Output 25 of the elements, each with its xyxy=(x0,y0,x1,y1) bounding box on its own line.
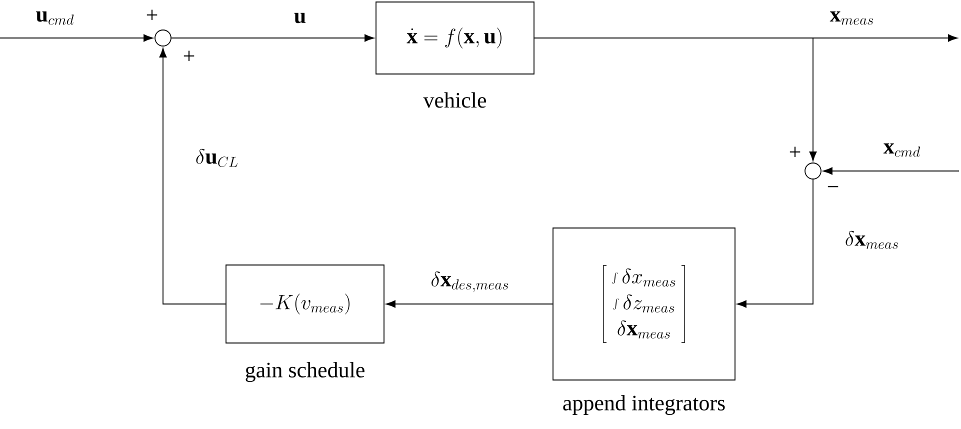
block-box: $\left[\begin{array}{c}\int\delta x_{meas}\\ \int\delta z_{meas}\\ \delta\mathbf{x}_{meas}\end{array}\right]$ xyxy=(552,228,736,380)
edge-label: $\delta\mathbf{u}_{CL}$ xyxy=(194,148,240,168)
arrow xyxy=(159,48,226,304)
arrow xyxy=(386,300,553,308)
block-caption: append integrators xyxy=(563,395,725,416)
block-box: $-K(v_{meas})$ xyxy=(226,264,384,344)
edge-label: $\mathbf{x}_{meas}$ xyxy=(828,10,876,26)
block-box: $\dot{\mathbf{x}} = f(\mathbf{x},\mathbf{u})$ xyxy=(376,2,534,74)
sign-label: + xyxy=(184,50,194,62)
sign-label: + xyxy=(146,10,158,20)
edge-label: $\mathbf{x}_{cmd}$ xyxy=(882,142,922,158)
sign-label: − xyxy=(828,186,838,188)
block-caption: gain schedule xyxy=(246,362,364,382)
arrow xyxy=(736,179,814,308)
edge-label: $\mathbf{u}$ xyxy=(292,12,308,24)
edge-label: $\delta\mathbf{x}_{meas}$ xyxy=(844,230,900,250)
summing-junction xyxy=(154,30,172,46)
arrow xyxy=(0,34,154,42)
sign-label: + xyxy=(790,146,800,158)
edge-label: $\mathbf{u}_{cmd}$ xyxy=(34,10,76,26)
block-caption: vehicle xyxy=(423,92,486,108)
summing-junction xyxy=(804,162,822,180)
arrow xyxy=(822,167,960,175)
arrow xyxy=(171,34,374,42)
edge-label: $\delta\mathbf{x}_{des,meas}$ xyxy=(430,270,510,294)
